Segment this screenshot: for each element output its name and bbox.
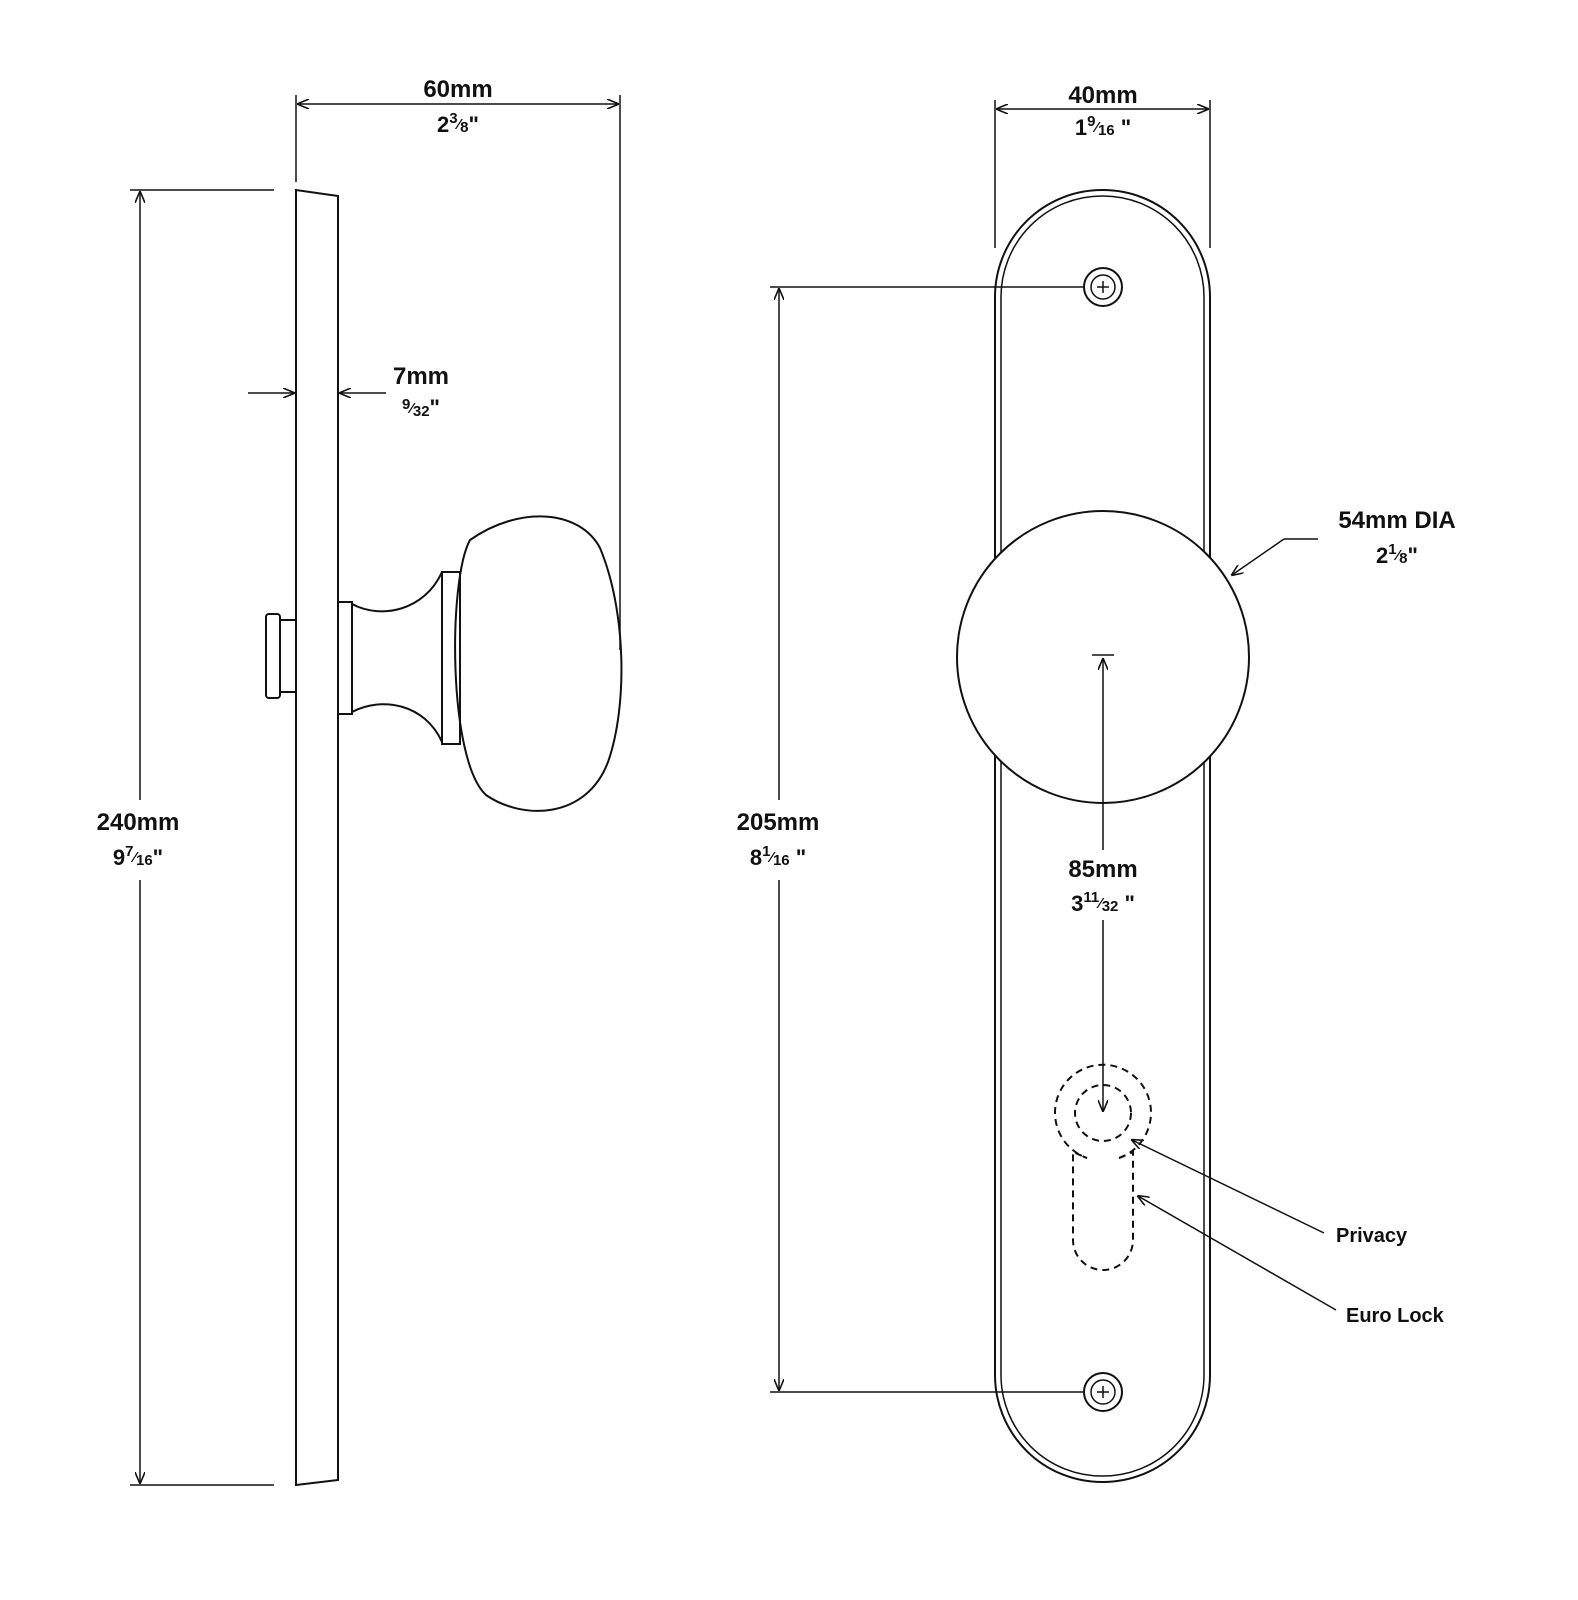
front-backplate-outer [994, 189, 1211, 1483]
dim-knob-diameter: 54mm DIA 21⁄8" [1232, 507, 1456, 575]
dim-knob-diameter-mm: 54mm DIA [1338, 507, 1455, 534]
side-knob-neck [337, 571, 461, 745]
dim-fixing-centres-inch: 81⁄16 " [750, 843, 806, 870]
top-screw-icon [1083, 267, 1123, 307]
callout-privacy: Privacy [1132, 1140, 1408, 1247]
privacy-turn-circle [1074, 1084, 1132, 1142]
bottom-screw-icon [1083, 1372, 1123, 1412]
dim-plate-width-inch: 19⁄16 " [1075, 113, 1131, 140]
dim-knob-diameter-inch: 21⁄8" [1376, 541, 1418, 568]
dim-plate-thickness-mm: 7mm [393, 363, 449, 390]
dim-plate-width: 40mm 19⁄16 " [994, 82, 1211, 248]
dim-plate-thickness-inch: 9⁄32" [402, 395, 440, 420]
dim-plate-width-mm: 40mm [1068, 82, 1137, 109]
dim-plate-height: 240mm 97⁄16" [97, 189, 274, 1486]
front-view: 40mm 19⁄16 " 205mm 81⁄16 " 85mm 311⁄32 " [737, 82, 1456, 1483]
dim-overall-width-inch: 23⁄8" [437, 110, 479, 137]
dim-plate-height-inch: 97⁄16" [113, 843, 163, 870]
dim-backset-inch: 311⁄32 " [1071, 889, 1135, 916]
dim-overall-width: 60mm 23⁄8" [295, 76, 621, 650]
dim-fixing-centres-mm: 205mm [737, 809, 820, 836]
dim-overall-width-mm: 60mm [423, 76, 492, 103]
dim-plate-height-mm: 240mm [97, 809, 180, 836]
side-knob-body [454, 515, 623, 812]
side-backplate [295, 188, 339, 1487]
dim-plate-thickness: 7mm 9⁄32" [248, 363, 449, 420]
dim-backset-mm: 85mm [1068, 856, 1137, 883]
front-backplate-inner [1000, 195, 1205, 1477]
callout-euro-lock-label: Euro Lock [1346, 1305, 1445, 1327]
callout-euro-lock: Euro Lock [1138, 1196, 1445, 1327]
side-view: 60mm 23⁄8" 7mm 9⁄32" 240mm 97⁄16" [97, 76, 623, 1487]
side-spindle-stub [265, 613, 297, 699]
callout-privacy-label: Privacy [1336, 1225, 1408, 1247]
dim-backset: 85mm 311⁄32 " [1068, 659, 1138, 1111]
dim-fixing-centres: 205mm 81⁄16 " [737, 286, 1083, 1393]
